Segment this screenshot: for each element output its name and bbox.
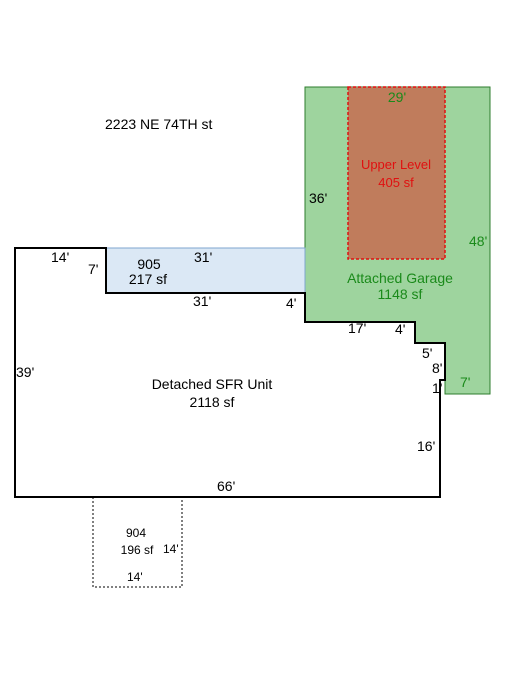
upper-level-name: Upper Level (361, 157, 431, 172)
addition-905-area-label: 217 sf (129, 271, 167, 287)
addition-904-label: 904 (126, 526, 146, 540)
main-bottom-dim: 66' (217, 478, 235, 494)
garage-area-label: 1148 sf (378, 286, 423, 302)
upper-level-area (347, 86, 446, 260)
main-step-17-dim: 17' (348, 320, 366, 336)
garage-name: Attached Garage (347, 270, 453, 286)
main-step-1-dim: 1' (432, 380, 442, 396)
addition-904-outline (92, 496, 183, 588)
main-step-4-top-dim: 4' (395, 321, 405, 337)
garage-left-dim: 36' (309, 190, 327, 206)
addition-904-bottom-dim: 14' (127, 570, 143, 584)
main-step-4-left-dim: 4' (286, 295, 296, 311)
main-unit-name: Detached SFR Unit (152, 376, 273, 392)
main-notch-height-dim: 7' (88, 261, 98, 277)
main-left-height-dim: 39' (16, 364, 34, 380)
garage-bottom-dim: 7' (460, 374, 470, 390)
address-label: 2223 NE 74TH st (105, 116, 212, 132)
addition-905-label: 905 (137, 256, 161, 272)
main-unit-area-label: 2118 sf (190, 394, 235, 410)
garage-right-dim: 48' (469, 233, 487, 249)
upper-level-top-dim: 29' (388, 89, 406, 105)
main-right-lower-dim: 16' (417, 438, 435, 454)
detached-sfr-unit-outline (14, 247, 446, 498)
main-top-left-dim: 14' (51, 249, 69, 265)
addition-905-top-dim: 31' (194, 249, 212, 265)
addition-904-side-dim: 14' (163, 542, 179, 556)
main-step-8-dim: 8' (432, 360, 442, 376)
addition-904-area-label: 196 sf (121, 543, 154, 557)
main-step-5-dim: 5' (422, 345, 432, 361)
main-notch-bottom-dim: 31' (193, 293, 211, 309)
upper-level-area-label: 405 sf (378, 175, 414, 190)
addition-905-area (105, 247, 306, 294)
